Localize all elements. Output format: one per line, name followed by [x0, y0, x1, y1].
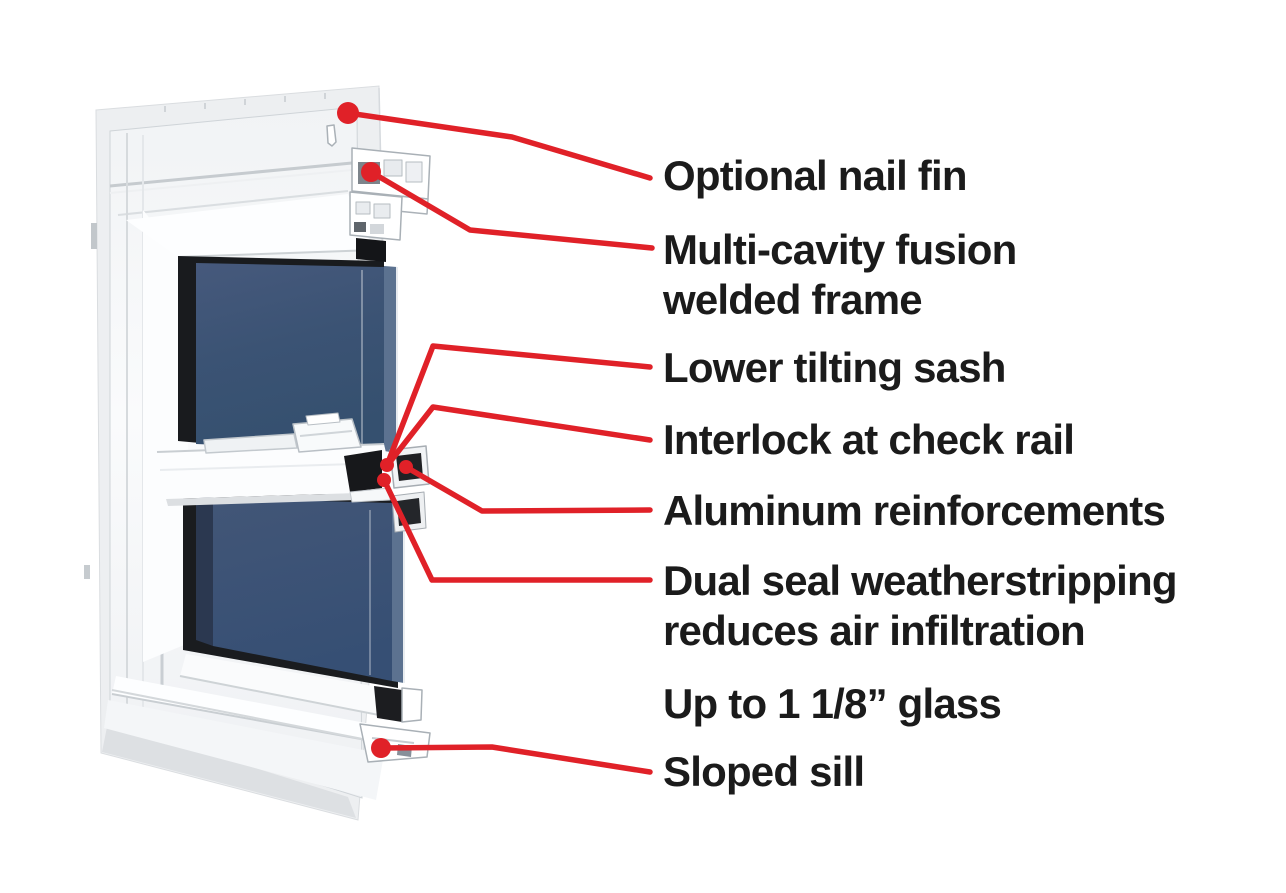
leader-optional-nail-fin	[345, 110, 653, 181]
callout-leader-lines	[345, 110, 655, 775]
label-optional-nail-fin: Optional nail fin	[663, 152, 968, 199]
sloped-sill-nose	[359, 723, 431, 763]
upper-sash-glass	[178, 256, 398, 455]
interlock-channel	[344, 450, 382, 492]
label-lower-tilting-sash: Lower tilting sash	[663, 344, 1006, 391]
lower-sash-glass	[183, 490, 405, 688]
label-glass-thickness: Up to 1 1/8” glass	[663, 680, 1002, 727]
callout-dots	[337, 102, 413, 758]
sill-shadow	[102, 722, 356, 818]
sill-glazing-channel	[374, 686, 402, 722]
callout-dot-reinforcement	[399, 460, 413, 474]
label-multi-cavity-frame: Multi-cavity fusion welded frame	[663, 226, 1017, 323]
leader-aluminum-reinforcements	[403, 464, 653, 514]
flange-clip-mark	[84, 565, 90, 579]
callout-dot-nail-fin	[337, 102, 359, 124]
label-dual-seal: Dual seal weatherstripping reduces air i…	[663, 557, 1177, 654]
label-sloped-sill: Sloped sill	[663, 748, 865, 795]
callout-dot-sill	[371, 738, 391, 758]
label-interlock-check-rail: Interlock at check rail	[663, 416, 1075, 463]
check-rail	[156, 412, 391, 506]
flange-clip-mark	[91, 223, 97, 249]
leader-interlock-check-rail	[383, 404, 653, 470]
callout-dot-multi-cavity	[361, 162, 381, 182]
leader-dual-seal	[381, 477, 653, 583]
leader-multi-cavity-frame	[368, 169, 655, 251]
label-aluminum-reinforcements: Aluminum reinforcements	[663, 487, 1166, 534]
head-glazing-channel	[356, 238, 386, 262]
aluminum-reinforcement-cutaway	[389, 445, 430, 533]
leader-sloped-sill	[378, 744, 653, 775]
callout-dot-weatherstrip	[377, 473, 391, 487]
nail-fin-hook	[326, 124, 337, 147]
callout-dot-sash	[380, 458, 394, 472]
sash-lift-plate	[203, 433, 298, 454]
leader-lower-tilting-sash	[384, 343, 653, 468]
